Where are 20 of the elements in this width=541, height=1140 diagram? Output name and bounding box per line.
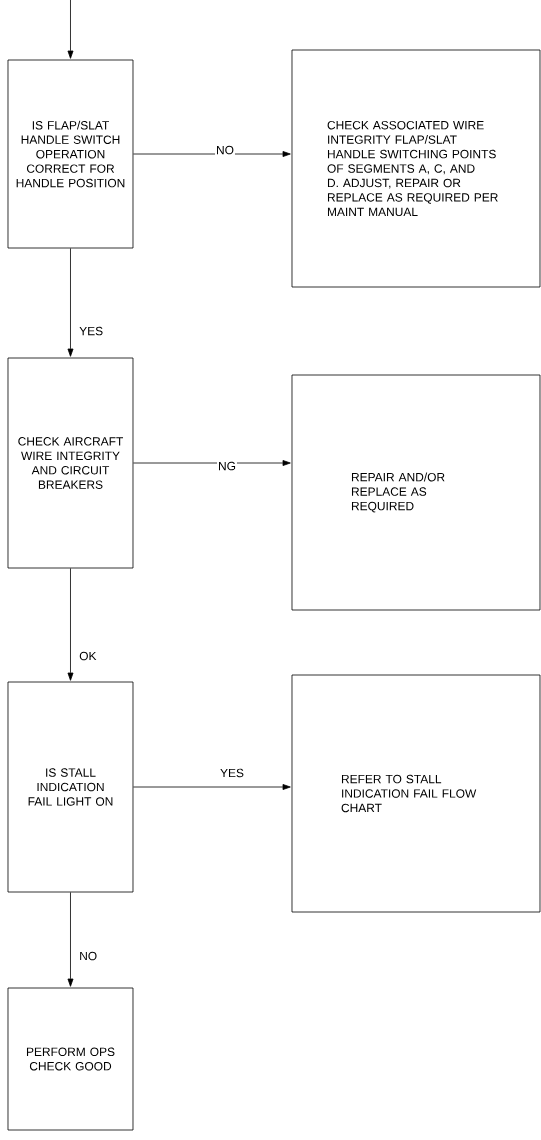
- edge-label: NO: [78, 950, 99, 962]
- edge-label: YES: [78, 325, 105, 337]
- edge-label: YES: [219, 767, 245, 779]
- process-box: CHECK AIRCRAFT WIRE INTEGRITY AND CIRCUIT BREAKERS: [7, 357, 134, 569]
- arrow: [133, 460, 291, 466]
- action-box: REPAIR AND/OR REPLACE AS REQUIRED: [291, 374, 541, 611]
- decision-box: IS STALL INDICATION FAIL LIGHT ON: [7, 681, 134, 893]
- process-box: PERFORM OPS CHECK GOOD: [7, 987, 134, 1131]
- action-box: CHECK ASSOCIATED WIRE INTEGRITY FLAP/SLAT HANDLE SWITCHING POINTS OF SEGMENTS A, C, AND D. ADJUST, REPAIR OR REPLACE AS REQUIRED PER MAINT MANUAL: [291, 49, 541, 288]
- arrow: [67, 892, 74, 987]
- arrow: [133, 784, 291, 790]
- arrow: [67, 0, 74, 59]
- edge-label: OK: [78, 650, 98, 662]
- edge-label: NO: [215, 144, 235, 156]
- arrow: [67, 248, 74, 357]
- arrow: [133, 151, 291, 157]
- decision-box: IS FLAP/SLAT HANDLE SWITCH OPERATION CORRECT FOR HANDLE POSITION: [7, 59, 134, 249]
- action-box: REFER TO STALL INDICATION FAIL FLOW CHART: [291, 674, 541, 913]
- arrow: [67, 568, 74, 681]
- edge-label: NG: [217, 460, 237, 472]
